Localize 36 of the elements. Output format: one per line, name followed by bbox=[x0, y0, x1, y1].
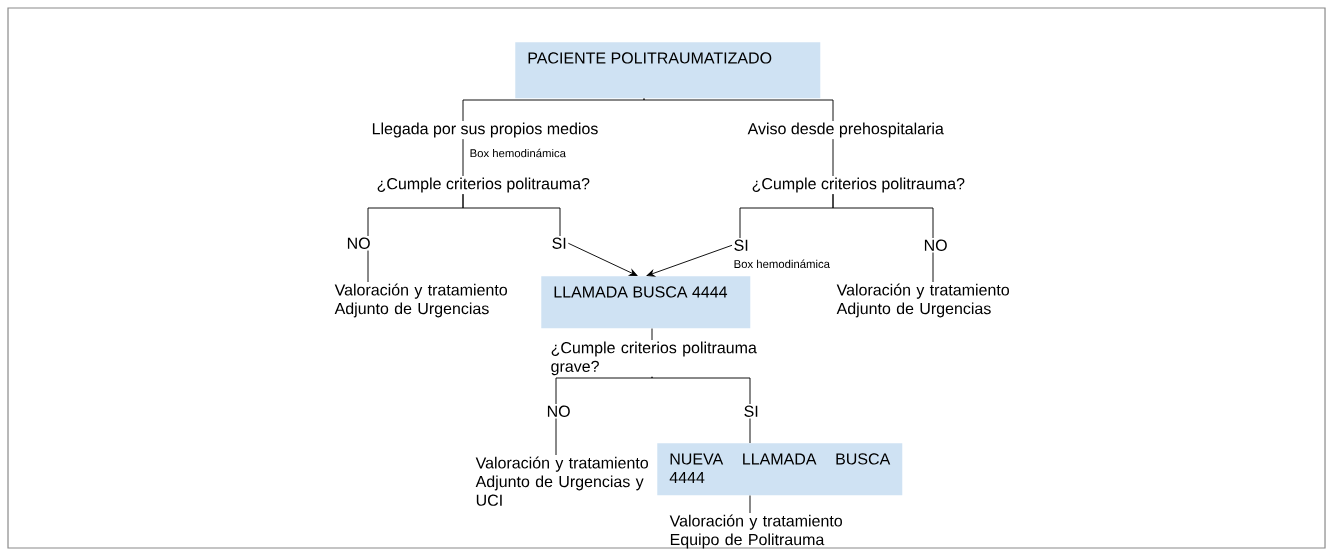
connector bbox=[932, 252, 934, 283]
flow-text: Aviso desde prehospitalaria bbox=[747, 122, 944, 138]
connector bbox=[555, 418, 557, 456]
flow-text: SI bbox=[744, 405, 758, 417]
edge-label: Box hemodinámica bbox=[470, 148, 566, 158]
connector bbox=[462, 98, 645, 122]
flow-text: ¿Cumple criterios politrauma? bbox=[377, 177, 590, 193]
connector bbox=[651, 376, 751, 405]
connector bbox=[462, 138, 464, 177]
flow-text: Valoración y tratamiento Adjunto de Urgencias bbox=[836, 283, 1009, 318]
flow-text: ¿Cumple criterios politrauma? bbox=[752, 177, 965, 193]
connector bbox=[832, 138, 834, 177]
connector bbox=[832, 193, 934, 239]
flow-text: Valoración y tratamiento Adjunto de Urgencias bbox=[334, 283, 507, 318]
connector bbox=[749, 418, 751, 444]
connector bbox=[367, 250, 369, 283]
flow-text: SI bbox=[552, 237, 566, 249]
connector bbox=[646, 244, 733, 277]
flow-text: Llegada por sus propios medios bbox=[372, 122, 598, 138]
connector bbox=[643, 98, 834, 122]
connector bbox=[462, 193, 561, 237]
connector bbox=[555, 376, 653, 405]
connector bbox=[749, 495, 751, 514]
flow-text: ¿Cumple criterios politrauma grave? bbox=[551, 341, 757, 376]
flow-text: SI bbox=[734, 239, 748, 251]
process-box: NUEVA LLAMADA BUSCA 4444 bbox=[657, 443, 903, 496]
connector bbox=[567, 242, 638, 276]
flow-text: NO bbox=[924, 239, 947, 251]
flow-text: NO bbox=[347, 237, 370, 249]
flow-text: Valoración y tratamiento Adjunto de Urgencias y UCI bbox=[475, 456, 648, 506]
connector bbox=[651, 328, 653, 341]
node-caption: Box hemodinámica bbox=[734, 259, 830, 269]
process-box: PACIENTE POLITRAUMATIZADO bbox=[515, 42, 821, 99]
flow-text: Valoración y tratamiento Equipo de Politrauma bbox=[669, 514, 842, 549]
flow-text: NO bbox=[547, 405, 570, 417]
process-box: LLAMADA BUSCA 4444 bbox=[541, 276, 751, 329]
